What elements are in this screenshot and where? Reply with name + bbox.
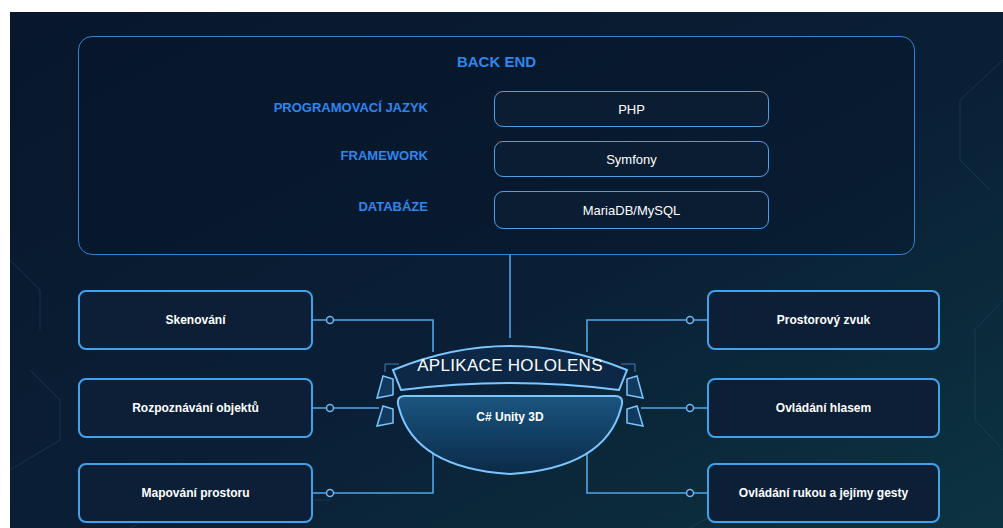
connector-dot	[687, 490, 694, 497]
connector-line	[509, 255, 511, 338]
box-label: PHP	[618, 102, 645, 117]
panel-title: BACK END	[79, 53, 914, 70]
app-title: APLIKACE HOLOLENS	[375, 355, 645, 377]
feature-box: Skenování	[78, 290, 313, 350]
tech-box: MariaDB/MySQL	[494, 191, 769, 229]
box-label: Ovládání hlasem	[776, 401, 871, 415]
row-label: DATABÁZE	[168, 199, 428, 214]
row-label: PROGRAMOVACÍ JAZYK	[168, 100, 428, 115]
headset-tab	[627, 406, 643, 426]
box-label: Skenování	[165, 313, 225, 327]
row-label: FRAMEWORK	[168, 148, 428, 163]
box-label: Rozpoznávání objektů	[132, 401, 259, 415]
box-label: MariaDB/MySQL	[583, 203, 681, 218]
headset-visor	[398, 396, 622, 474]
box-label: Ovládání rukou a jejímy gesty	[739, 486, 908, 500]
tech-box: Symfony	[494, 141, 769, 177]
tech-box: PHP	[494, 91, 769, 127]
connector-dot	[327, 405, 334, 412]
feature-box: Ovládání hlasem	[707, 378, 940, 438]
connector-dot	[327, 317, 334, 324]
connector-line	[587, 442, 707, 493]
connector-line	[313, 442, 433, 493]
headset-tab	[377, 406, 393, 426]
backend-panel: BACK END PHP SymfonyMariaDB/MySQL	[78, 36, 915, 255]
connector-dot	[327, 490, 334, 497]
headset-tab	[627, 376, 643, 398]
connector-line	[313, 407, 379, 409]
feature-box: Ovládání rukou a jejímy gesty	[707, 463, 940, 523]
connector-line	[587, 320, 707, 352]
dark-ground	[10, 12, 1003, 528]
connector-dot	[687, 405, 694, 412]
connector-dot	[687, 317, 694, 324]
box-label: Mapování prostoru	[141, 486, 249, 500]
connector-line	[641, 407, 707, 409]
feature-box: Rozpoznávání objektů	[78, 378, 313, 438]
headset-tab	[377, 376, 393, 398]
feature-box: Mapování prostoru	[78, 463, 313, 523]
connector-line	[313, 320, 433, 352]
hololens-headset: APLIKACE HOLOLENS C# Unity 3D	[375, 336, 645, 478]
tech-stack: C# Unity 3D	[375, 410, 645, 425]
box-label: Prostorový zvuk	[777, 313, 870, 327]
box-label: Symfony	[606, 152, 657, 167]
feature-box: Prostorový zvuk	[707, 290, 940, 350]
